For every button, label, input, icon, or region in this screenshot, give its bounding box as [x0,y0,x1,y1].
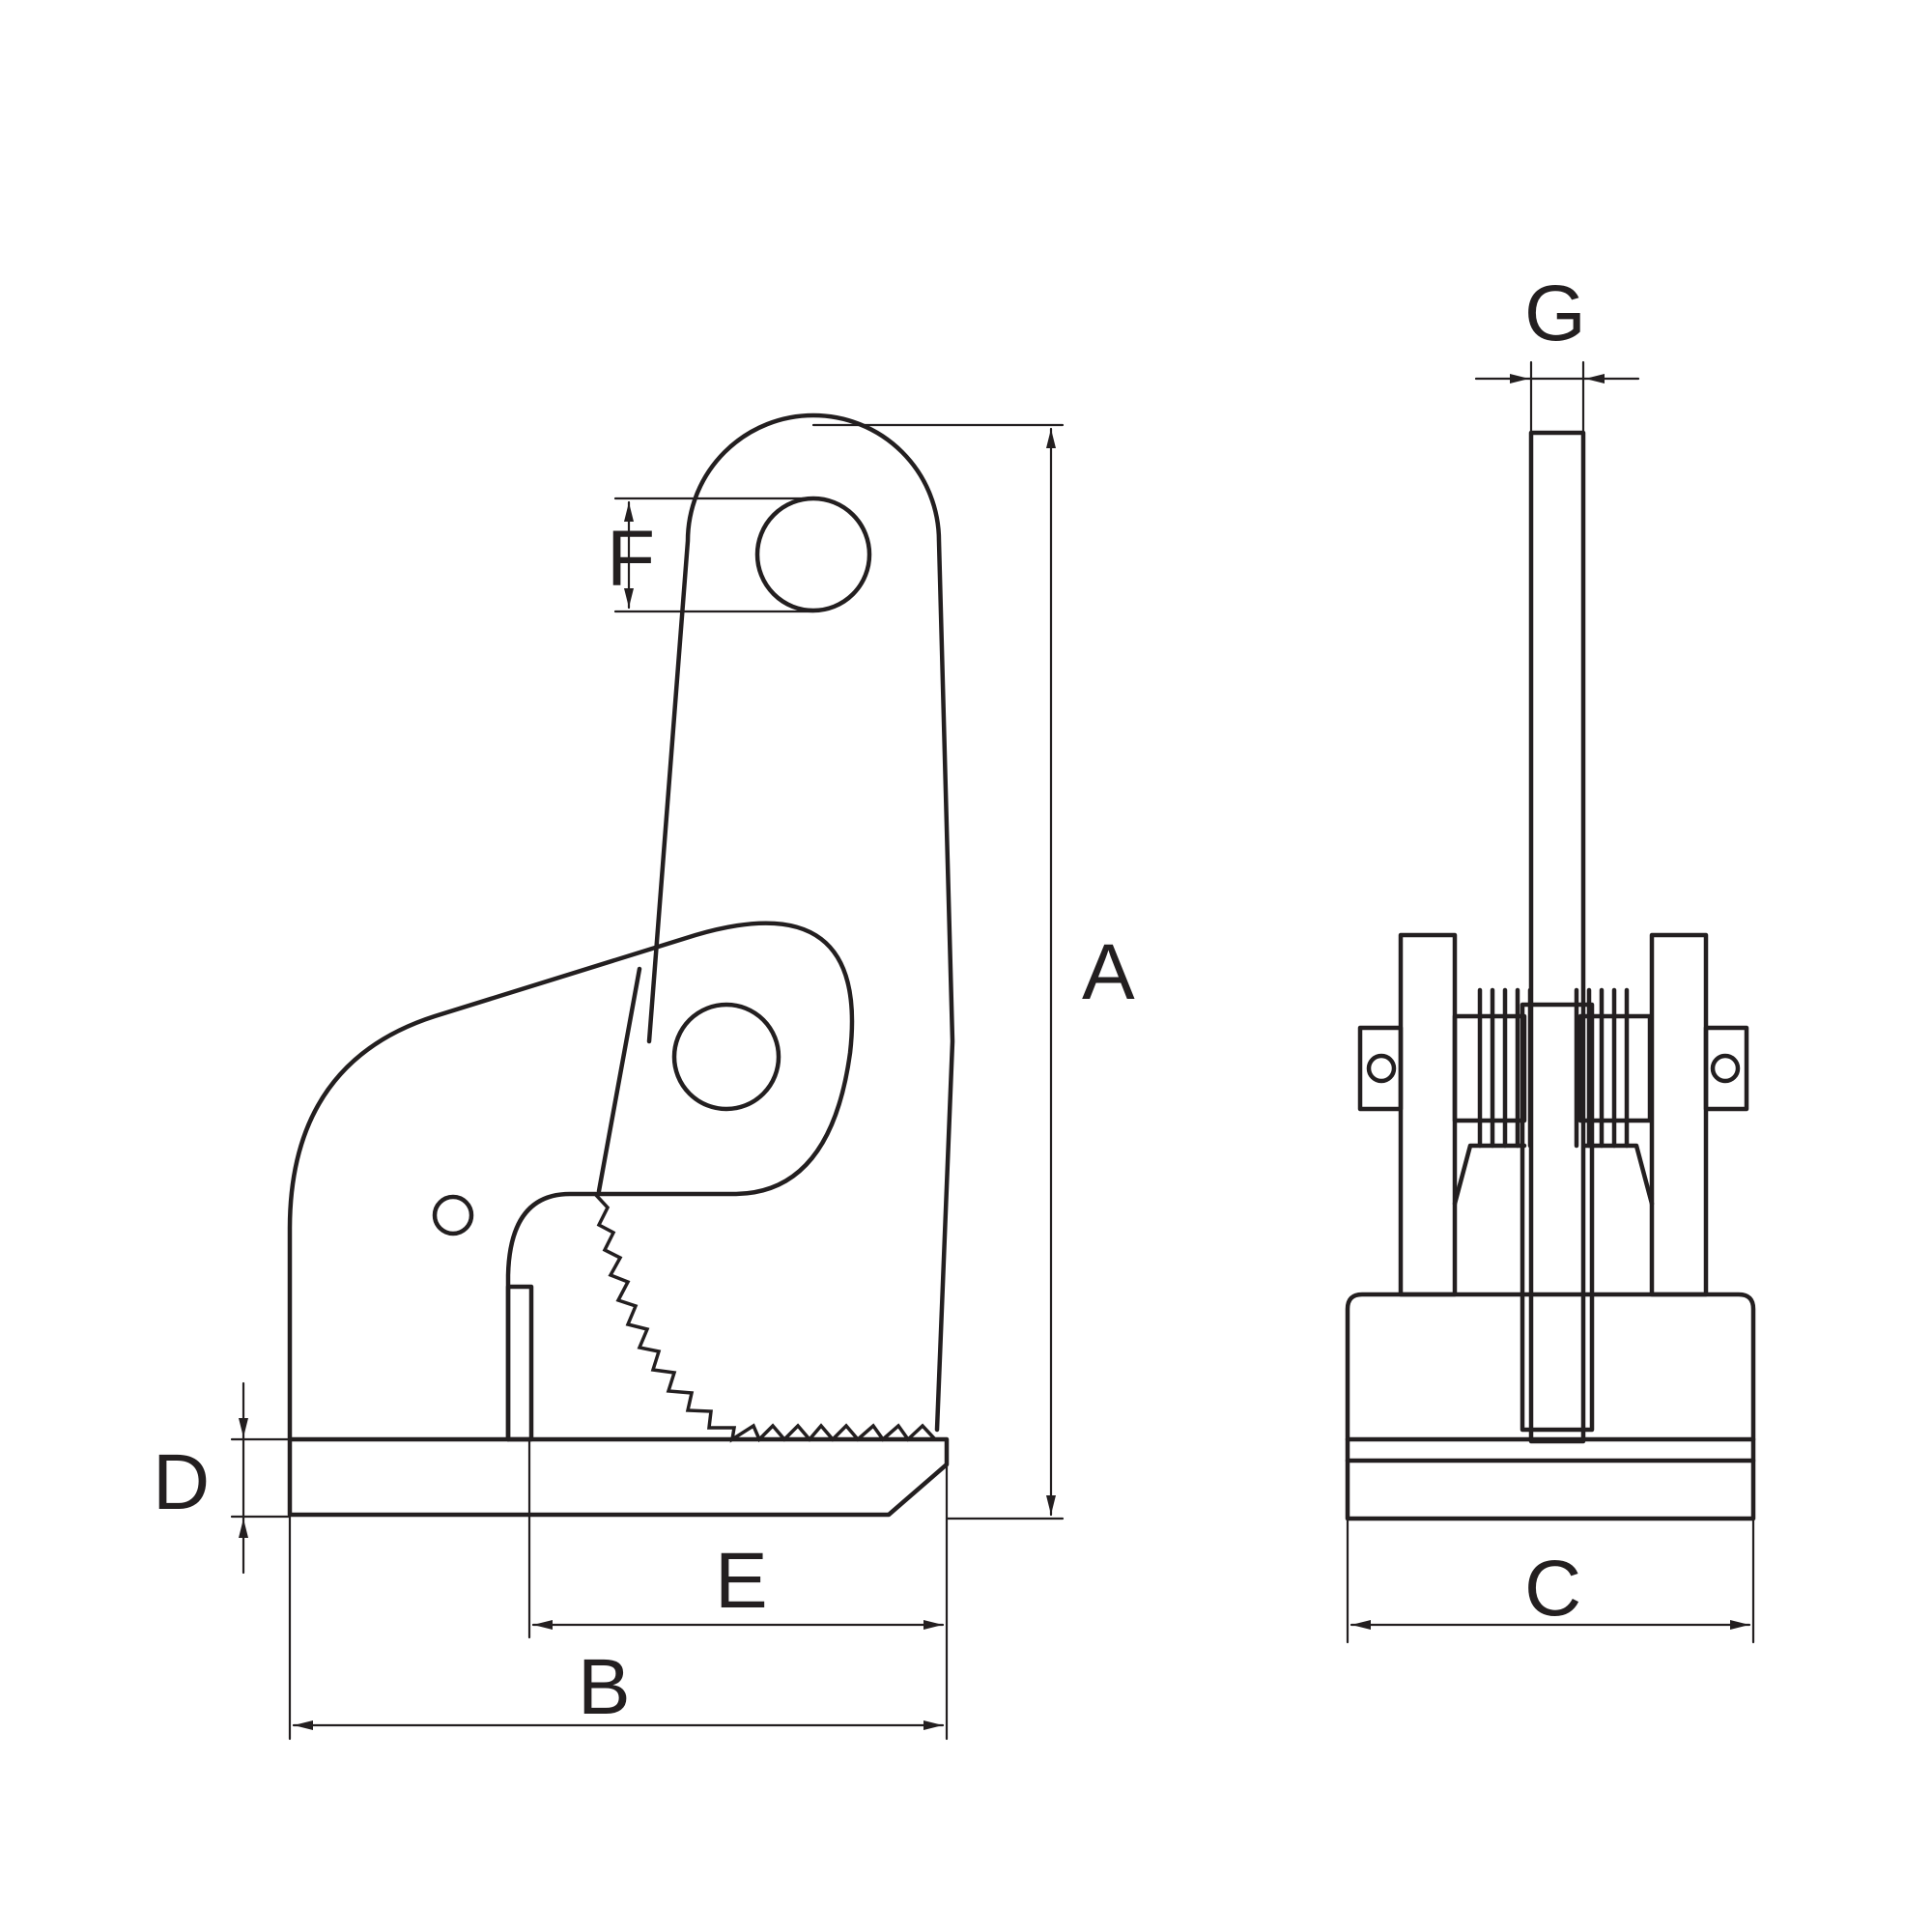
base-jaw-plate [287,1436,950,1518]
clamp-body [287,921,855,1442]
dim-a-label: A [1082,928,1135,1016]
body-pivot-hole [671,1002,781,1112]
front-base [1345,1292,1756,1521]
dim-b-label: B [578,1643,631,1731]
right-pin-head [1703,1025,1749,1112]
right-spring [1574,987,1630,1149]
left-spring-tail [1452,1143,1527,1207]
left-pin-head [1357,1025,1404,1112]
cam-edge [596,966,642,1194]
eye-plate-edge [1528,430,1586,1444]
right-pin-hole [1710,1053,1741,1084]
left-hub [1452,1013,1527,1123]
dimension-labels: A F D E B C G [153,270,1586,1731]
dim-f-label: F [607,515,655,603]
right-spring-tail [1581,1143,1655,1207]
dimension-lines [230,360,1755,1741]
stop-block [505,1284,534,1442]
side-view [287,412,955,1518]
left-pin-hole [1366,1053,1397,1084]
front-view [1345,430,1756,1521]
dim-e-label: E [715,1537,768,1625]
left-cheek-plate [1398,932,1458,1297]
dim-c-label: C [1524,1545,1581,1633]
body-small-pin-hole [432,1194,474,1236]
cam-serrated-jaw [593,1192,937,1443]
lifting-eye-hole [754,496,872,613]
dim-g-label: G [1524,270,1586,357]
lifting-eye-plate [646,412,955,1433]
right-cheek-plate [1649,932,1709,1297]
cam-block-edge [1520,1002,1595,1433]
dim-d-label: D [153,1438,210,1526]
